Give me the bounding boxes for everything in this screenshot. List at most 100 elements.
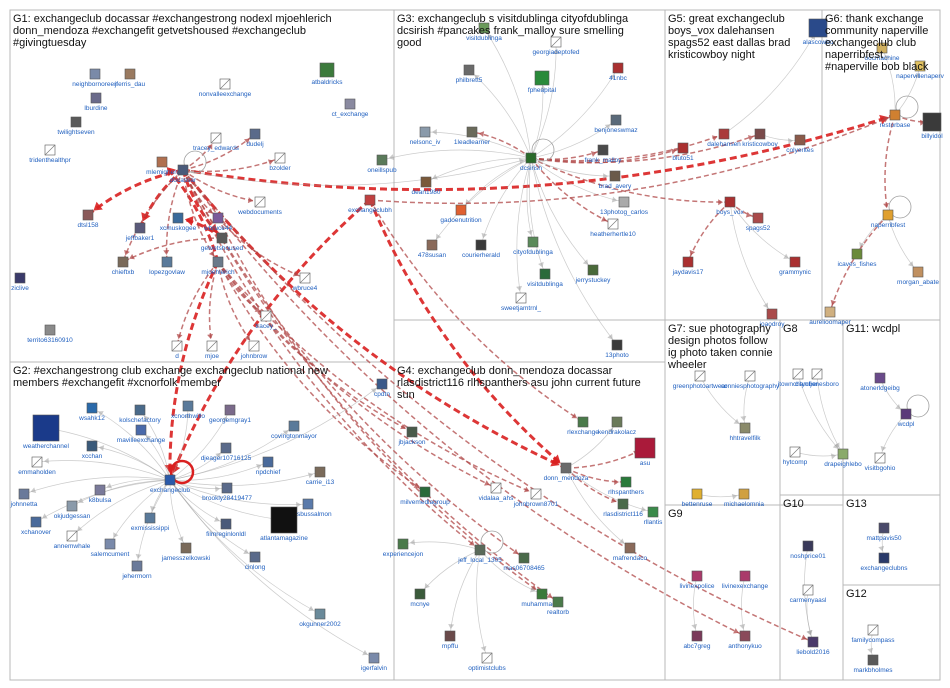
node-atopsbussalmon[interactable]: atopsbussalmon: [284, 498, 332, 518]
node-getvetshoused[interactable]: getvetshoused: [201, 232, 244, 252]
node-mavilleexchange[interactable]: mavilleexchange: [117, 424, 166, 444]
node-restorbase[interactable]: restorbase: [880, 109, 911, 129]
node-webdocuments[interactable]: webdocuments: [237, 196, 283, 216]
node-bzolder[interactable]: bzolder: [269, 152, 291, 172]
node-xcchan[interactable]: xcchan: [82, 440, 103, 460]
node-dudelj[interactable]: dudelj: [246, 128, 264, 148]
node-xcmuskogee[interactable]: xcmuskogee: [160, 212, 197, 232]
node-colyerites[interactable]: colyerites: [786, 134, 814, 154]
node-markbholmes[interactable]: markbholmes: [853, 654, 893, 674]
node-familycompass[interactable]: familycompass: [852, 624, 896, 644]
node-djeager[interactable]: djeager10716125: [201, 442, 252, 462]
node-bettenruse[interactable]: bettenruse: [682, 488, 713, 508]
node-okjudgessan[interactable]: okjudgessan: [54, 500, 91, 520]
node-georgemgray1[interactable]: georgemgray1: [209, 404, 251, 424]
node-covingtonmayor[interactable]: covingtonmayor: [271, 420, 318, 440]
node-spags52[interactable]: spags52: [746, 212, 771, 232]
node-bluto51[interactable]: bluto51: [672, 142, 694, 162]
node-atlantamagazine[interactable]: atlantamagazine: [260, 506, 308, 542]
node-jbjackson[interactable]: jbjackson: [397, 426, 426, 446]
node-johnbrown8701[interactable]: johnbrown8701: [513, 488, 559, 508]
node-lburdine[interactable]: lburdine: [84, 92, 108, 112]
node-livinexpolice[interactable]: livinexpolice: [679, 570, 715, 590]
node-johnbrow[interactable]: johnbrow: [240, 340, 268, 360]
node-oneillspub[interactable]: oneillspub: [367, 154, 397, 174]
node-41nbc[interactable]: 41nbc: [609, 62, 628, 82]
node-salemcument[interactable]: salemcument: [91, 538, 130, 558]
node-exchangeclubh[interactable]: exchangeclubh: [348, 194, 392, 214]
node-grammynic[interactable]: grammynic: [779, 256, 812, 276]
node-exmississippi[interactable]: exmississippi: [131, 512, 169, 532]
node-hhtravelfilk[interactable]: hhtravelfilk: [729, 422, 761, 442]
node-jamesszelkowski[interactable]: jamesszelkowski: [161, 542, 210, 562]
node-nonvalleexchange[interactable]: nonvalleexchange: [199, 78, 252, 98]
node-13photog_carlos[interactable]: 13photog_carlos: [600, 196, 649, 216]
node-benjoneswmaz[interactable]: benjoneswmaz: [594, 114, 638, 134]
node-realtorb[interactable]: realtorb: [547, 596, 569, 616]
node-jehermorn[interactable]: jehermorn: [121, 560, 152, 580]
node-visitdublinga2[interactable]: visitdublinga: [527, 268, 563, 288]
node-wbruce4[interactable]: wbruce4: [292, 272, 318, 292]
node-territo[interactable]: territo63160910: [27, 324, 73, 344]
node-kendrakolacz[interactable]: kendrakolacz: [598, 416, 636, 436]
node-cityofdublinga[interactable]: cityofdublinga: [513, 236, 553, 256]
node-georgiadeptofed[interactable]: georgiadeptofed: [533, 36, 580, 56]
node-alascowbo[interactable]: alascowbo: [803, 18, 834, 46]
node-jferris_dau[interactable]: jferris_dau: [114, 68, 146, 88]
node-abc7greg[interactable]: abc7greg: [683, 630, 711, 650]
node-anthonykuo[interactable]: anthonykuo: [728, 630, 762, 650]
node-mjoe[interactable]: mjoe: [205, 340, 219, 360]
node-mas06708465[interactable]: mas06708465: [503, 552, 545, 572]
node-cpdtn[interactable]: cpdtn: [374, 378, 390, 398]
node-478susan[interactable]: 478susan: [418, 239, 447, 259]
node-philbrett5[interactable]: philbrett5: [456, 64, 483, 84]
node-igerfalvin[interactable]: igerfalvin: [361, 652, 387, 672]
node-carmenyaasl[interactable]: carmenyaasl: [790, 584, 827, 604]
node-optimistclubs[interactable]: optimistclubs: [468, 652, 507, 672]
node-okgunner2002[interactable]: okgunner2002: [299, 608, 341, 628]
node-xcnorthwillo[interactable]: xcnorthwillo: [171, 400, 205, 420]
node-joaodroy[interactable]: joaodroy: [759, 308, 786, 328]
node-muhammad3k[interactable]: muhammad3k: [521, 588, 563, 608]
node-rllantis[interactable]: rllantis: [644, 506, 664, 526]
node-visitbgohio[interactable]: visitbgohio: [865, 452, 896, 472]
node-13photo[interactable]: 13photo: [605, 339, 629, 359]
node-jerrystuckey[interactable]: jerrystuckey: [575, 264, 611, 284]
node-atonerldgeibg[interactable]: atonerldgeibg: [860, 372, 900, 392]
node-mattpavis50[interactable]: mattpavis50: [866, 522, 902, 542]
node-tracey_[interactable]: tracey_: [255, 310, 277, 330]
node-mcnye[interactable]: mcnye: [410, 588, 430, 608]
node-mlemighen[interactable]: mlemighen: [146, 156, 178, 176]
node-carrie_i13[interactable]: carrie_i13: [306, 466, 335, 486]
node-ziclive[interactable]: ziclive: [11, 272, 29, 292]
node-emmaholden[interactable]: emmaholden: [18, 456, 56, 476]
node-greenphotoartwear[interactable]: greenphotoartwear: [673, 370, 728, 390]
node-nelsonc_iv[interactable]: nelsonc_iv: [410, 126, 441, 146]
node-johnnetta[interactable]: johnnetta: [10, 488, 38, 508]
node-billyidol[interactable]: billyidol: [921, 112, 943, 140]
node-visitdublinga[interactable]: visitdublinga: [466, 22, 502, 42]
node-mpffu[interactable]: mpffu: [442, 630, 459, 650]
node-michaelomnia[interactable]: michaelomnia: [724, 488, 764, 508]
node-oocmachine[interactable]: oocmachine: [864, 42, 900, 62]
node-courierherald[interactable]: courierherald: [462, 239, 500, 259]
node-annemwhale[interactable]: annemwhale: [54, 530, 91, 550]
node-jtownchamber[interactable]: jtownchamber: [777, 368, 819, 388]
node-cityofjonesboro[interactable]: cityofjonesboro: [795, 368, 839, 388]
node-hytcomp[interactable]: hytcomp: [783, 446, 808, 466]
node-rlasdistrict116[interactable]: rlasdistrict116: [603, 498, 643, 518]
node-docassar[interactable]: docassar: [170, 164, 197, 184]
node-wbruce44[interactable]: wbruce44: [203, 212, 233, 232]
node-d_node[interactable]: d: [171, 340, 183, 360]
node-jeff_local_1305[interactable]: jeff_local_1305: [457, 544, 502, 564]
node-experiencejon[interactable]: experiencejon: [383, 538, 424, 558]
node-tracey_edwards[interactable]: tracey_edwards: [193, 132, 240, 152]
node-1leadlearner[interactable]: 1leadlearner: [454, 126, 491, 146]
node-asu[interactable]: asu: [634, 437, 656, 467]
node-exchangeclub_g2[interactable]: exchangeclub: [150, 474, 190, 494]
node-drapeighlebo[interactable]: drapeighlebo: [824, 448, 862, 468]
node-heatherhertle10[interactable]: heatherhertle10: [590, 218, 636, 238]
node-twilightseven[interactable]: twilightseven: [57, 116, 95, 136]
node-aurelioomaper[interactable]: aurelioomaper: [809, 306, 852, 326]
node-gadoenutrition[interactable]: gadoenutrition: [440, 204, 482, 224]
